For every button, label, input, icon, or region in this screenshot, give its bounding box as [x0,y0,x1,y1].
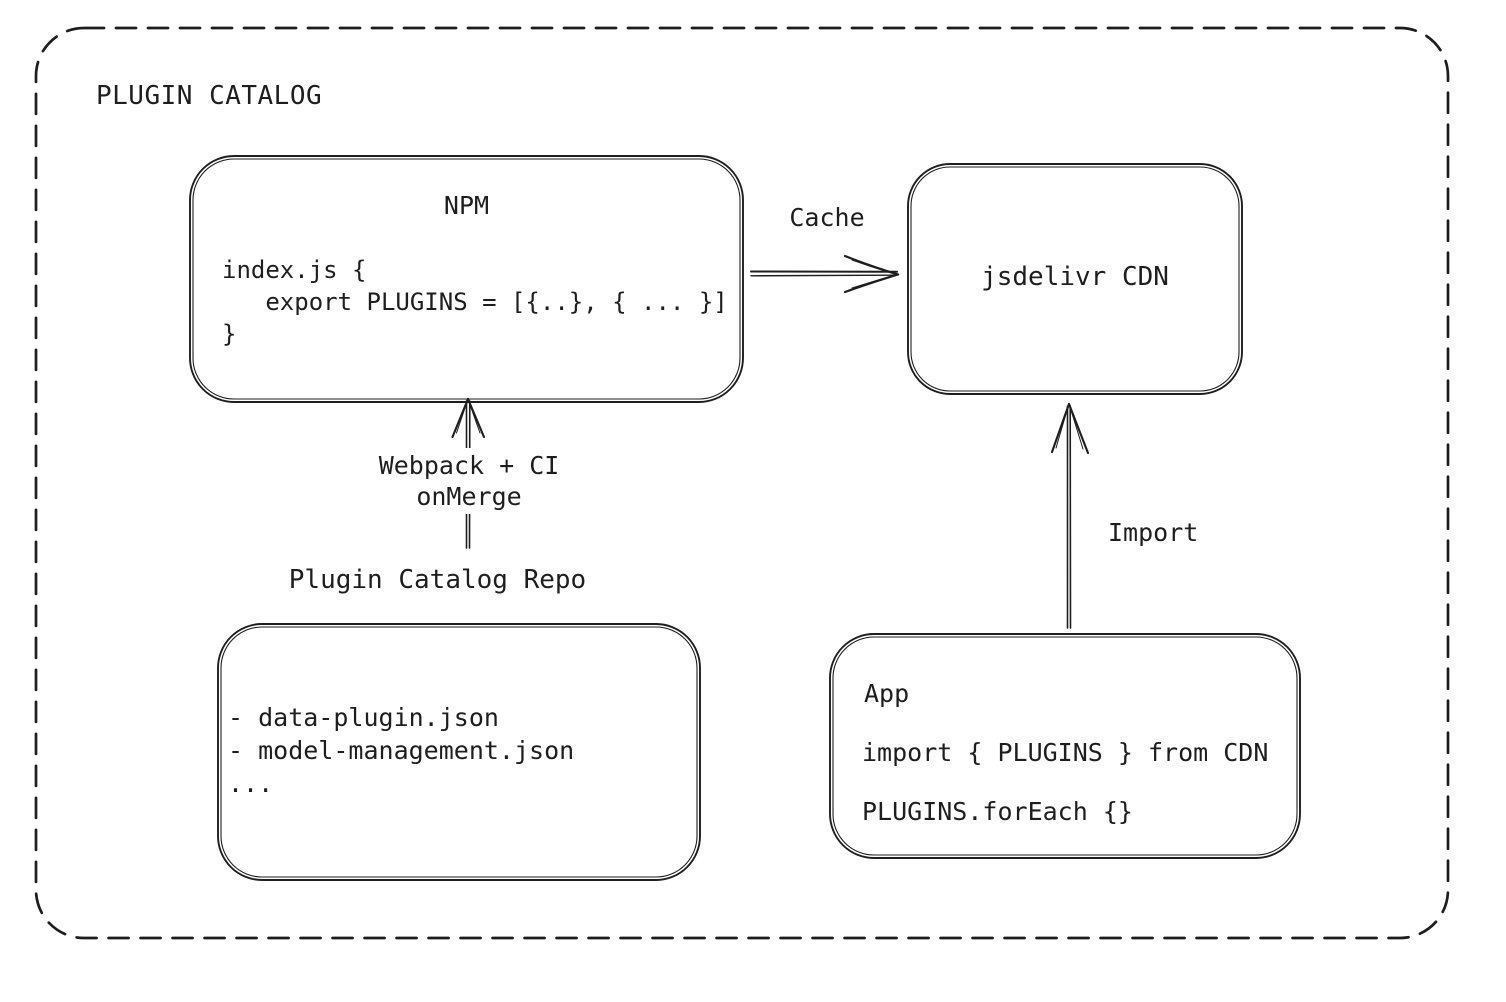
repo-file: ... [228,769,274,798]
npm-code-line: } [222,320,237,348]
import-arrow-label: Import [1108,518,1199,547]
cdn-box [907,163,1243,395]
app-box [829,633,1301,859]
repo-box-title: Plugin Catalog Repo [250,567,625,594]
cache-arrow-label: Cache [789,203,865,232]
npm-box-title: NPM [443,191,490,220]
app-code-line: PLUGINS.forEach {} [862,797,1133,826]
cdn-box-label: jsdelivr CDN [981,262,1169,292]
app-box-title: App [864,679,910,708]
build-label-line: Webpack + CI [378,451,560,480]
app-code-line: import { PLUGINS } from CDN [862,738,1269,767]
catalog-boundary [34,26,1450,940]
repo-box [217,623,701,881]
build-label-line: onMerge [416,482,522,511]
npm-code-line: index.js { [222,256,367,284]
npm-code-line: export PLUGINS = [{..}, { ... }] [222,288,728,316]
cache-arrow [750,254,900,294]
repo-file: - data-plugin.json [228,703,499,732]
npm-code-block: index.js { export PLUGINS = [{..}, { ...… [222,254,728,350]
repo-file: - model-management.json [228,736,575,765]
import-arrow [1050,402,1090,629]
diagram-title: PLUGIN CATALOG [96,81,323,111]
repo-file-list: - data-plugin.json - model-management.jso… [228,701,574,800]
